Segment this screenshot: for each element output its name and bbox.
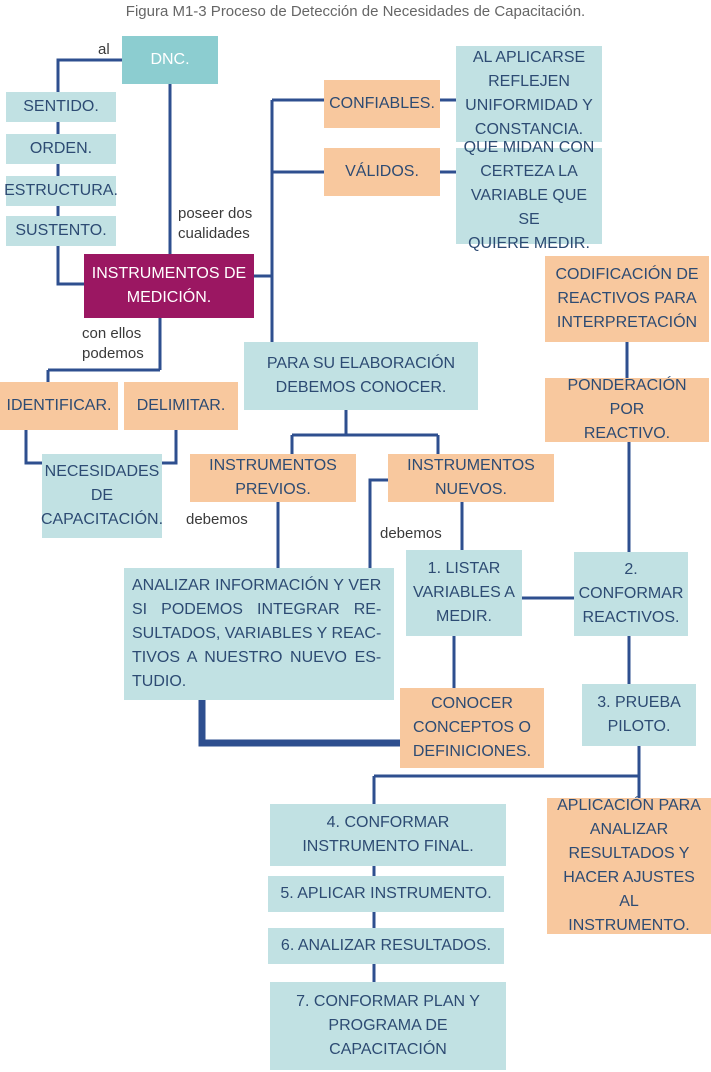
edge-label-poseer: poseer dos cualidades <box>178 205 253 242</box>
node-identificar: IDENTIFICAR. <box>0 382 118 430</box>
connector-dnc-bracket <box>56 58 122 286</box>
node-aplicacion: APLICACIÓN PARA ANALIZAR RESULTADOS Y HA… <box>547 797 711 934</box>
node-validos-desc: QUE MIDAN CON CERTEZA LA VARIABLE QUE SE… <box>456 139 602 252</box>
node-estructura: ESTRUCTURA. <box>4 176 118 206</box>
node-codificacion: CODIFICACIÓN DE REACTIVOS PARA INTERPRET… <box>545 256 709 342</box>
edge-label-con-ellos: con ellos podemos <box>82 325 144 362</box>
node-listar-variables: 1. LISTAR VARIABLES A MEDIR. <box>406 550 522 636</box>
edge-label-al: al <box>98 41 110 58</box>
node-aplicar-instrumento: 5. APLICAR INSTRUMENTO. <box>268 876 504 912</box>
node-sustento: SUSTENTO. <box>6 216 116 246</box>
node-conocer-conceptos: CONOCER CONCEPTOS O DEFINICIONES. <box>400 688 544 768</box>
node-conformar-plan: 7. CONFORMAR PLAN Y PROGRAMA DE CAPACITA… <box>270 982 506 1070</box>
node-conformar-reactivos: 2. CONFORMAR REACTIVOS. <box>574 552 688 636</box>
connector-nuevos-analizar <box>368 478 388 568</box>
node-ponderacion: PONDERACIÓN POR REACTIVO. <box>545 377 709 442</box>
edge-label-debemos-previos: debemos <box>186 511 248 528</box>
node-validos: VÁLIDOS. <box>324 148 440 196</box>
node-necesidades: NECESIDADES DE CAPACITACIÓN. <box>41 454 163 538</box>
connector-identificar-necesidades <box>24 430 42 465</box>
node-conformar-instrumento-final: 4. CONFORMAR INSTRUMENTO FINAL. <box>270 804 506 866</box>
edge-label-debemos-nuevos: debemos <box>380 525 442 542</box>
node-analizar-resultados: 6. ANALIZAR RESULTADOS. <box>268 928 504 964</box>
node-sentido: SENTIDO. <box>6 92 116 122</box>
connector-delimitar-necesidades <box>162 430 178 465</box>
node-instrumentos-previos: INSTRUMENTOS PREVIOS. <box>190 454 356 502</box>
node-confiables: CONFIABLES. <box>324 80 440 128</box>
figure-title: Figura M1-3 Proceso de Detección de Nece… <box>125 3 586 20</box>
node-confiables-desc: AL APLICARSE REFLEJEN UNIFORMIDAD Y CONS… <box>456 46 602 142</box>
node-elaboracion: PARA SU ELABORACIÓN DEBEMOS CONOCER. <box>244 342 478 410</box>
node-instrumentos-medicion: INSTRUMENTOS DE MEDICIÓN. <box>84 254 254 318</box>
node-dnc: DNC. <box>122 36 218 84</box>
node-instrumentos-nuevos: INSTRUMENTOS NUEVOS. <box>388 454 554 502</box>
node-orden: ORDEN. <box>6 134 116 164</box>
connector-analizar-conocer-heavy <box>198 700 400 747</box>
node-analizar-informacion: ANALIZAR INFORMACIÓN Y VER SI PODEMOS IN… <box>124 568 394 700</box>
node-prueba-piloto: 3. PRUEBA PILOTO. <box>582 684 696 746</box>
node-delimitar: DELIMITAR. <box>124 382 238 430</box>
